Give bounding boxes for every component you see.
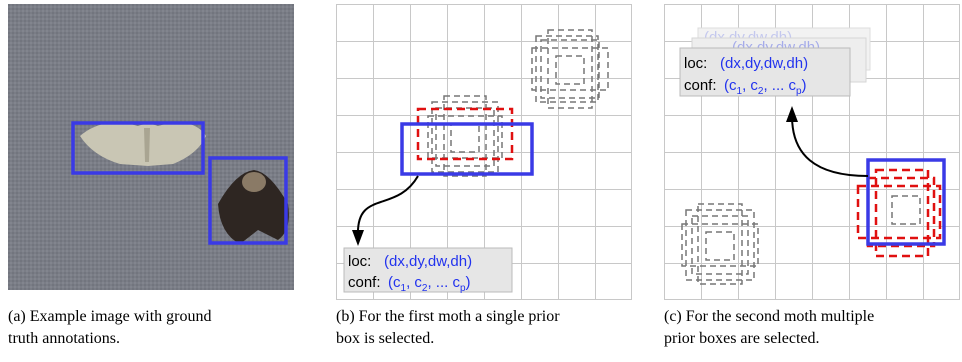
loc-value: (dx,dy,dw,dh) xyxy=(720,55,808,72)
arrow-head xyxy=(352,230,364,246)
arrow-head xyxy=(786,106,798,122)
dark-moth xyxy=(218,170,289,244)
prior-boxes-bottom-left xyxy=(681,203,759,285)
selected-prior-box xyxy=(416,107,514,161)
conf-label: conf: xyxy=(348,274,381,291)
ground-truth-box xyxy=(400,122,534,176)
conf-value: (c1, c2, ... cp) xyxy=(388,274,471,294)
caption-b: (b) For the first moth a single prior bo… xyxy=(336,308,560,347)
prediction-box xyxy=(343,247,513,293)
ground-truth-box-moth-1 xyxy=(71,121,205,175)
arrow-line xyxy=(356,175,419,237)
panel-c-diagram: (dx,dy,dw,dh) (dx,dy,dw,dh) loc: (dx,dy,… xyxy=(664,4,960,300)
prior-boxes-top-right xyxy=(531,29,609,109)
ground-truth-box xyxy=(866,158,946,246)
example-photo xyxy=(8,4,294,290)
loc-label: loc: xyxy=(348,253,371,270)
caption-a: (a) Example image with ground truth anno… xyxy=(8,308,212,347)
loc-label: loc: xyxy=(684,55,707,72)
loc-value: (dx,dy,dw,dh) xyxy=(384,253,472,270)
light-moth xyxy=(80,122,206,166)
arrow-line xyxy=(791,115,869,177)
conf-value: (c1, c2, ... cp) xyxy=(724,77,807,97)
conf-label: conf: xyxy=(684,77,717,94)
ground-truth-box-moth-2 xyxy=(208,156,288,245)
moth-photo-illustration xyxy=(8,4,294,290)
caption-c: (c) For the second moth multiple prior b… xyxy=(664,308,875,347)
prediction-box xyxy=(679,47,851,97)
panel-b-diagram: loc: (dx,dy,dw,dh) conf: (c1, c2, ... cp… xyxy=(336,4,632,300)
